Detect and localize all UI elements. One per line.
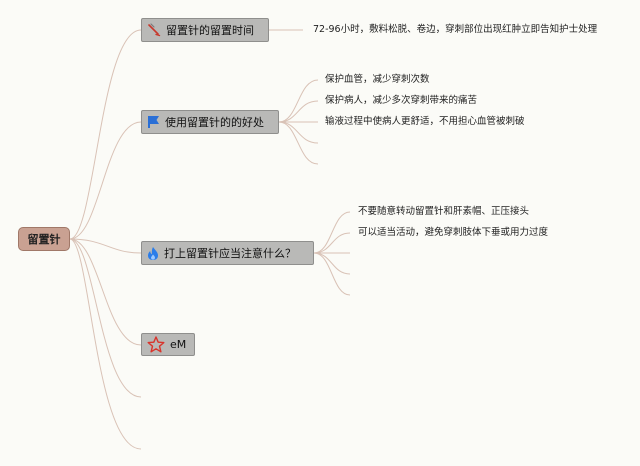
- subtopic-benefits-2[interactable]: 保护病人，减少多次穿刺带来的痛苦: [325, 95, 478, 106]
- root-topic[interactable]: 留置针: [18, 227, 70, 251]
- connector-topic-3-sub-1: [313, 211, 351, 254]
- topic-precautions[interactable]: 打上留置针应当注意什么？: [141, 241, 314, 265]
- needle-icon: [147, 23, 161, 37]
- connector-topic-2-sub-1: [278, 79, 319, 123]
- connector-topic-2-sub-2: [278, 100, 319, 123]
- subtopic-benefits-3[interactable]: 输液过程中使病人更舒适，不用担心血管被刺破: [325, 116, 525, 127]
- topic-retention-time-label: 留置针的留置时间: [166, 24, 254, 37]
- topic-retention-time[interactable]: 留置针的留置时间: [141, 18, 269, 42]
- connector-topic-3-empty-3: [313, 252, 351, 296]
- topic-em[interactable]: eM: [141, 333, 195, 356]
- connector-root-empty-2: [69, 238, 142, 450]
- connector-topic-3-empty-2: [313, 252, 351, 275]
- connector-root-topic-3: [69, 238, 142, 254]
- connector-topic-2-empty-2: [278, 121, 319, 165]
- topic-precautions-label: 打上留置针应当注意什么？: [164, 247, 296, 260]
- connector-root-topic-1: [69, 29, 142, 240]
- subtopic-benefits-1[interactable]: 保护血管，减少穿刺次数: [325, 74, 430, 85]
- topic-benefits-label: 使用留置针的的好处: [165, 116, 264, 129]
- topic-benefits[interactable]: 使用留置针的的好处: [141, 110, 279, 134]
- connector-root-empty-1: [69, 238, 142, 398]
- connector-topic-3-sub-2: [313, 232, 351, 254]
- connector-root-topic-4: [69, 238, 142, 346]
- connector-topic-2-empty-1: [278, 121, 319, 144]
- red-star-outline-icon: [147, 336, 165, 353]
- flame-icon: [147, 246, 159, 261]
- subtopic-precautions-2[interactable]: 可以适当活动，避免穿刺肢体下垂或用力过度: [358, 227, 549, 238]
- subtopic-retention-time-1[interactable]: 72-96小时，敷料松脱、卷边，穿刺部位出现红肿立即告知护士处理: [313, 24, 598, 35]
- root-topic-label: 留置针: [27, 233, 61, 246]
- topic-em-label: eM: [170, 338, 187, 351]
- blue-flag-icon: [147, 115, 160, 129]
- connector-root-topic-2: [69, 121, 142, 240]
- subtopic-precautions-1[interactable]: 不要随意转动留置针和肝素帽、正压接头: [358, 206, 530, 217]
